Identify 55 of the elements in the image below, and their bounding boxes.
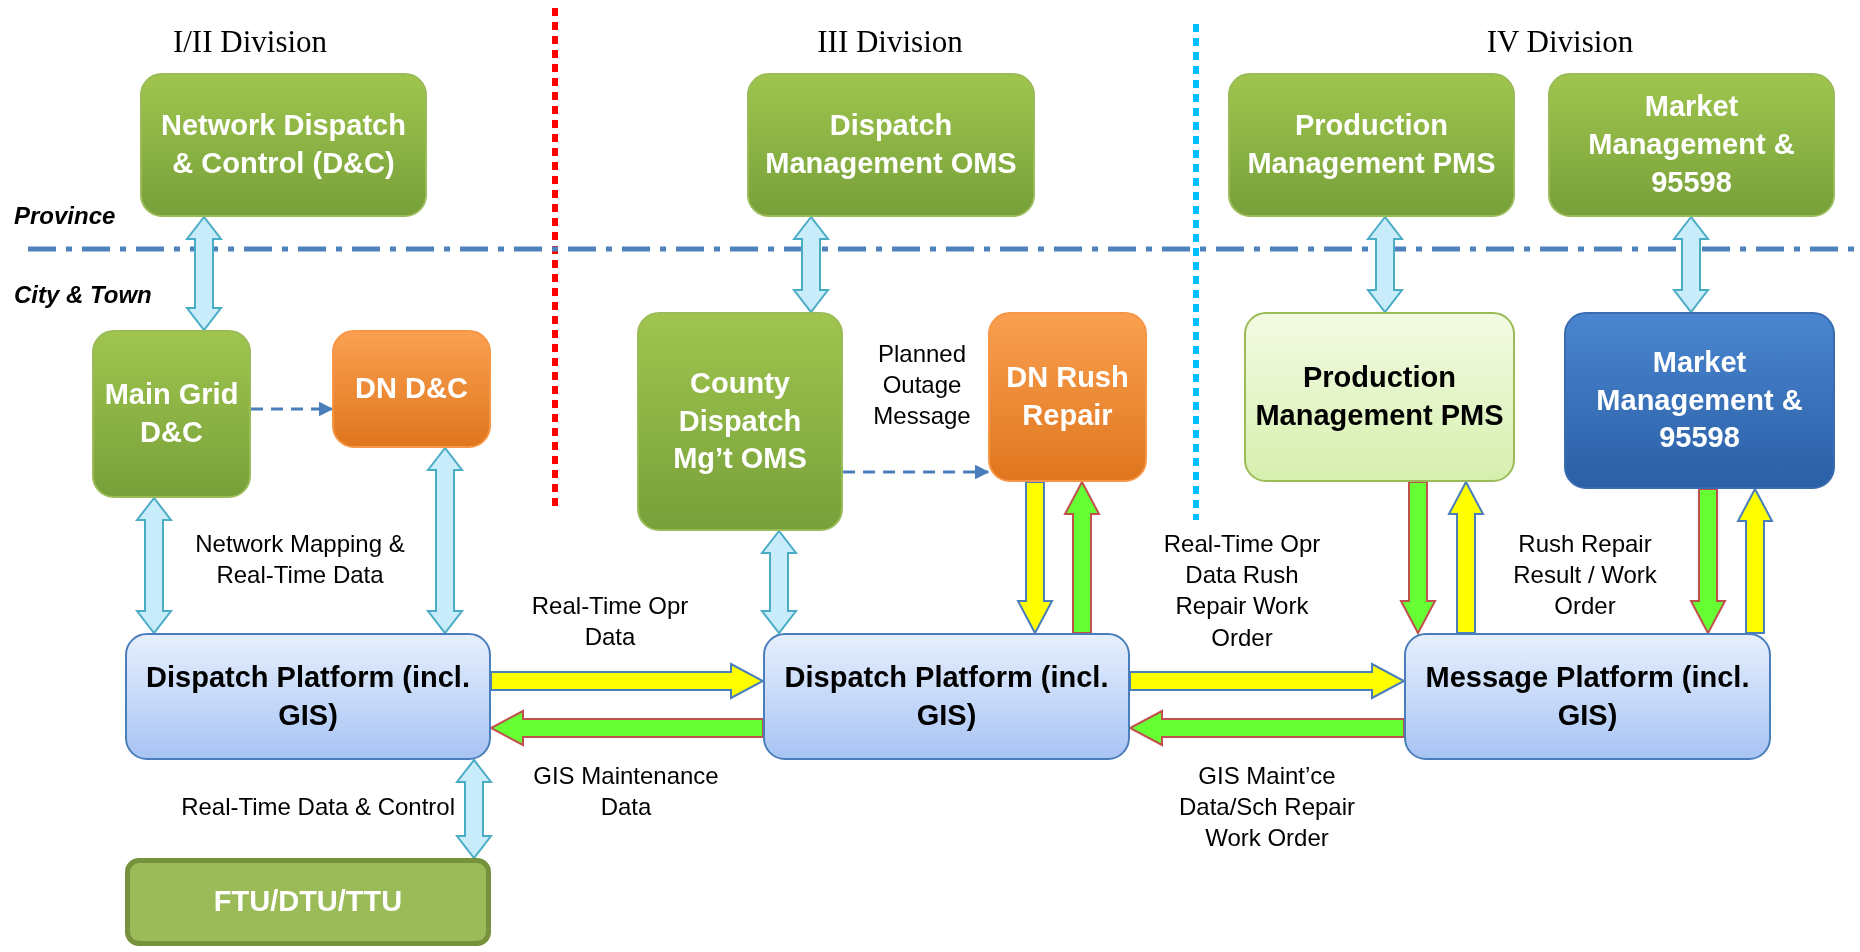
double-arrow (759, 529, 799, 635)
double-arrow (425, 446, 465, 635)
node-label: Message Platform (incl. GIS) (1424, 659, 1751, 733)
dashed-arrow (251, 401, 334, 417)
terminal-box (125, 858, 491, 946)
block-arrow (1689, 488, 1727, 636)
node-label: Market Management & 95598 (1587, 89, 1796, 200)
system-box (988, 312, 1147, 482)
node-label: Dispatch Platform (incl. GIS) (145, 659, 471, 733)
platform-box (1404, 633, 1771, 760)
system-box (1244, 312, 1515, 482)
level-label: City & Town (14, 280, 153, 310)
block-arrow (1063, 479, 1101, 634)
division-heading: III Division (816, 23, 964, 61)
node-label: County Dispatch Mg’t OMS (672, 365, 808, 477)
node-label: DN Rush Repair (1005, 360, 1130, 433)
system-box (1548, 73, 1835, 217)
system-box (140, 73, 427, 217)
block-arrow (1127, 709, 1405, 747)
division-heading: I/II Division (171, 23, 329, 61)
system-box (1564, 312, 1835, 489)
node-label: Dispatch Management OMS (764, 108, 1018, 181)
double-arrow (791, 215, 831, 314)
annotation: Rush Repair Result / Work Order (1512, 529, 1658, 622)
system-box (1228, 73, 1515, 217)
double-arrow (1365, 215, 1405, 314)
dashed-arrow (843, 464, 990, 480)
double-arrow (134, 496, 174, 635)
node-label: DN D&C (355, 371, 468, 407)
double-arrow (1671, 215, 1711, 314)
block-arrow (1129, 662, 1407, 700)
node-label: Production Management PMS (1246, 108, 1497, 181)
node-label: Market Management & 95598 (1595, 344, 1804, 456)
node-label: Dispatch Platform (incl. GIS) (783, 659, 1110, 733)
double-arrow (184, 215, 224, 332)
node-label: Main Grid D&C (103, 377, 240, 450)
system-box (332, 330, 491, 448)
system-box (637, 312, 843, 531)
level-label: Province (14, 201, 117, 231)
node-label: Network Dispatch & Control (D&C) (160, 108, 407, 181)
block-arrow (1736, 486, 1774, 634)
block-arrow (490, 662, 766, 700)
division-heading: IV Division (1485, 23, 1635, 61)
platform-box (763, 633, 1130, 760)
double-arrow (454, 758, 494, 860)
annotation: Network Mapping & Real-Time Data (194, 529, 406, 591)
node-label: Production Management PMS (1254, 360, 1505, 433)
block-arrow (1399, 481, 1437, 636)
block-arrow (488, 709, 764, 747)
platform-box (125, 633, 491, 760)
block-arrow (1016, 481, 1054, 636)
system-box (92, 330, 251, 498)
block-arrow (1447, 479, 1485, 634)
node-label: FTU/DTU/TTU (213, 884, 403, 920)
system-box (747, 73, 1035, 217)
